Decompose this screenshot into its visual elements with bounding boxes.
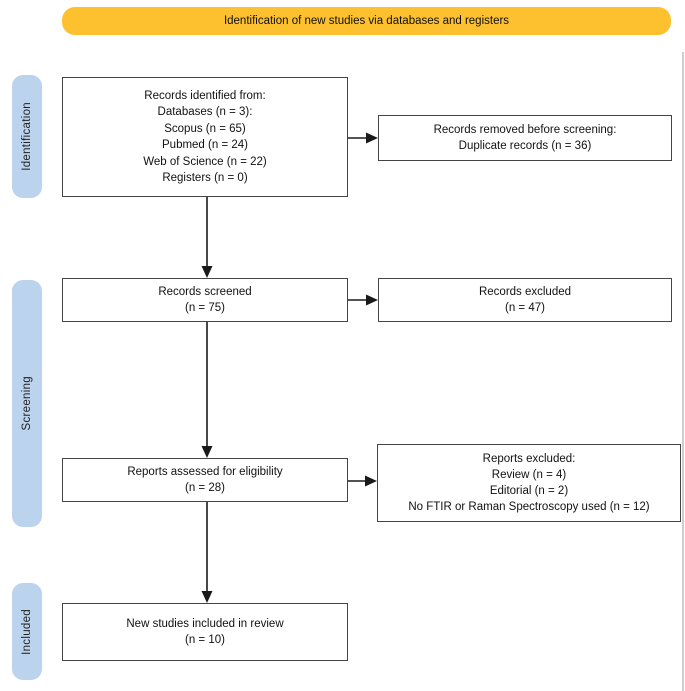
box-line: No FTIR or Raman Spectroscopy used (n = …: [408, 501, 650, 513]
box-line: Editorial (n = 2): [489, 485, 569, 497]
stage-identification: Identification: [12, 75, 42, 198]
box-line: New studies included in review: [126, 617, 284, 630]
box-reports-assessed: Reports assessed for eligibility (n = 28…: [62, 458, 348, 502]
box-records-screened: Records screened (n = 75): [62, 278, 348, 322]
box-line: Records identified from:: [144, 89, 266, 102]
box-line: Records removed before screening:: [433, 123, 617, 136]
box-line: Pubmed (n = 24): [162, 139, 248, 151]
box-records-identified: Records identified from: Databases (n = …: [62, 77, 348, 197]
box-line: (n = 10): [185, 634, 225, 646]
arrow-identified-to-removed: [348, 132, 378, 144]
box-line: Scopus (n = 65): [164, 122, 246, 135]
box-new-studies-included: New studies included in review (n = 10): [62, 603, 348, 661]
banner-title: Identification of new studies via databa…: [62, 7, 671, 35]
stage-included: Included: [12, 583, 42, 680]
arrow-assessed-to-included: [201, 502, 213, 603]
stage-screening-label: Screening: [21, 376, 33, 431]
box-line: Registers (n = 0): [162, 172, 248, 184]
box-line: Review (n = 4): [491, 469, 567, 481]
arrow-assessed-to-reports-excluded: [348, 475, 377, 487]
box-line: Records excluded: [478, 285, 572, 298]
stage-included-label: Included: [21, 608, 33, 655]
box-line: (n = 28): [185, 482, 225, 494]
banner-label: Identification of new studies via databa…: [223, 15, 510, 27]
box-line: (n = 75): [185, 302, 225, 314]
box-line: Web of Science (n = 22): [143, 155, 267, 168]
arrow-identified-to-screened: [201, 197, 213, 278]
box-line: Reports assessed for eligibility: [127, 465, 283, 478]
arrow-screened-to-excluded: [348, 294, 378, 306]
arrow-screened-to-assessed: [201, 322, 213, 458]
box-line: Duplicate records (n = 36): [458, 140, 592, 152]
box-records-removed: Records removed before screening: Duplic…: [378, 115, 672, 161]
box-line: (n = 47): [505, 302, 545, 314]
stage-screening: Screening: [12, 280, 42, 527]
box-line: Reports excluded:: [482, 453, 576, 465]
box-reports-excluded: Reports excluded: Review (n = 4) Editori…: [377, 444, 681, 522]
stage-identification-label: Identification: [21, 102, 33, 171]
box-records-excluded: Records excluded (n = 47): [378, 278, 672, 322]
box-line: Databases (n = 3):: [157, 106, 253, 118]
box-line: Records screened: [158, 285, 252, 298]
